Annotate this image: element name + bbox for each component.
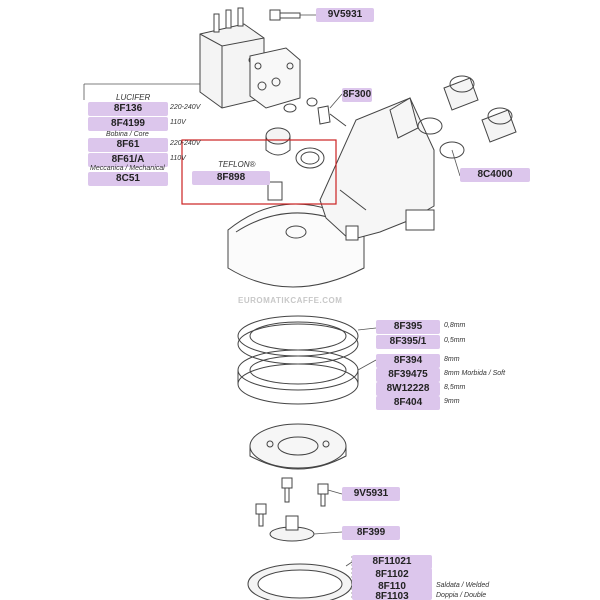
nozzle-8f300 (317, 105, 347, 127)
label-8f136: 8F136 (88, 102, 168, 116)
desc-8f395: 0,8mm (444, 322, 466, 329)
label-8f395-1: 8F395/1 (376, 335, 440, 349)
label-8f61a: 8F61/A (88, 153, 168, 167)
label-8f1103: 8F1103 (352, 592, 432, 600)
label-8f4199: 8F4199 (88, 117, 168, 131)
desc-8f1103: Doppia / Double (436, 592, 487, 599)
fittings-8c4000 (417, 75, 517, 159)
screw-9v5931-top (269, 9, 301, 21)
label-8f61: 8F61 (88, 138, 168, 152)
watermark: EUROMATIKCAFFE.COM (238, 296, 343, 305)
solenoid-valve-body-part (249, 47, 301, 109)
label-8f110: 8F110 (352, 580, 432, 594)
group-head-part (227, 97, 435, 288)
label-8c4000: 8C4000 (460, 168, 530, 182)
desc-8f395-1: 0,5mm (444, 337, 466, 344)
desc-8f39475: 8mm Morbida / Soft (444, 370, 506, 377)
label-8f898: 8F898 (192, 171, 270, 185)
bobina-core: Bobina / Core (106, 131, 149, 138)
lucifer-header: LUCIFER (116, 93, 151, 102)
desc-8f394: 8mm (444, 356, 460, 363)
desc-8f61a: 110V (170, 155, 186, 162)
label-8f39475: 8F39475 (376, 368, 440, 382)
label-8c51: 8C51 (88, 172, 168, 186)
label-9v5931-top: 9V5931 (316, 8, 374, 22)
desc-8f404: 9mm (444, 398, 460, 405)
label-8w12228: 8W12228 (376, 382, 440, 396)
label-8f404: 8F404 (376, 396, 440, 410)
label-8f399: 8F399 (342, 526, 400, 540)
label-9v5931-bottom: 9V5931 (342, 487, 400, 501)
label-8f395: 8F395 (376, 320, 440, 334)
desc-8f61: 220-240V (170, 140, 201, 147)
teflon-highlight-box (181, 139, 337, 205)
desc-8f110: Saldata / Welded (436, 582, 490, 589)
label-8f11021: 8F11021 (352, 555, 432, 569)
label-8f300: 8F300 (342, 88, 372, 102)
desc-8f136: 220-240V (170, 104, 201, 111)
desc-8w12228: 8,5mm (444, 384, 466, 391)
desc-8f4199: 110V (170, 119, 186, 126)
meccanica: Meccanica / Mechanical (90, 165, 165, 172)
filter-basket-part (247, 563, 353, 600)
screws-9v5931-bottom (255, 477, 329, 527)
teflon-title: TEFLON® (218, 160, 256, 169)
label-8f394: 8F394 (376, 354, 440, 368)
label-8f1102: 8F1102 (352, 568, 432, 582)
gaskets-8f395 (237, 315, 359, 365)
shower-screw-8f399 (269, 515, 315, 542)
shower-holder-part (249, 423, 347, 470)
